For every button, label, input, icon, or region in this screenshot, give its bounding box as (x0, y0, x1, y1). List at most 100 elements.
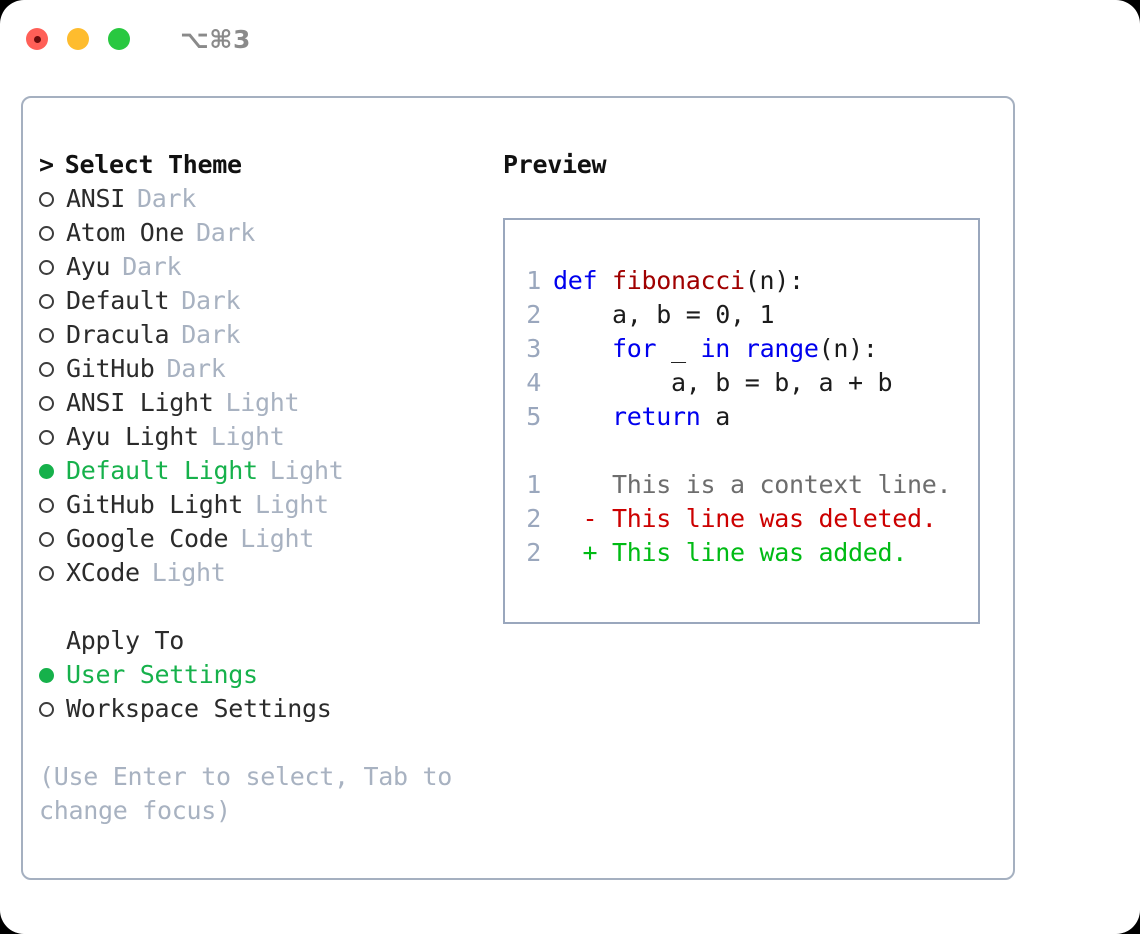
diff-line: 2 + This line was added. (505, 536, 978, 570)
code-token: _ (656, 334, 701, 363)
theme-option-label: GitHub (66, 354, 155, 383)
radio-unselected-icon (39, 225, 54, 241)
code-line-text: a, b = 0, 1 (553, 298, 775, 332)
theme-option[interactable]: Default Dark (39, 284, 491, 318)
code-line-text: def fibonacci(n): (553, 264, 804, 298)
theme-option-label: Dracula (66, 320, 170, 349)
apply-to-heading: Apply To (39, 624, 491, 658)
code-token: (n): (818, 334, 878, 363)
code-line: 4 a, b = b, a + b (505, 366, 978, 400)
theme-option[interactable]: GitHub Light Light (39, 488, 491, 522)
select-theme-heading-label: Select Theme (64, 150, 242, 179)
theme-option-tag: Light (269, 456, 344, 485)
radio-unselected-icon (39, 531, 54, 547)
theme-option-label: ANSI Light (66, 388, 214, 417)
theme-option-tag: Light (151, 558, 226, 587)
theme-option-label: GitHub Light (66, 490, 244, 519)
diff-line-number: 2 (526, 538, 541, 567)
code-line-number: 2 (526, 300, 541, 329)
radio-selected-icon (39, 463, 54, 479)
diff-line-number: 1 (526, 470, 541, 499)
code-line-text: return a (553, 400, 730, 434)
apply-to-option[interactable]: User Settings (39, 658, 491, 692)
apply-to-option-label: User Settings (66, 660, 258, 689)
apply-to-option[interactable]: Workspace Settings (39, 692, 491, 726)
theme-option[interactable]: Ayu Light Light (39, 420, 491, 454)
radio-unselected-icon (39, 293, 54, 309)
code-token: a, b = 0, 1 (612, 300, 775, 329)
theme-option-tag: Dark (181, 286, 241, 315)
theme-option-tag: Light (255, 490, 329, 519)
theme-option[interactable]: Google Code Light (39, 522, 491, 556)
code-token (597, 266, 612, 295)
radio-unselected-icon (39, 429, 54, 445)
theme-option-tag: Light (240, 524, 315, 553)
select-theme-heading: > Select Theme (39, 148, 491, 182)
radio-unselected-icon (39, 701, 54, 717)
theme-option[interactable]: ANSI Light Light (39, 386, 491, 420)
theme-option[interactable]: XCode Light (39, 556, 491, 590)
radio-unselected-icon (39, 191, 54, 207)
theme-option-label: Ayu Light (66, 422, 199, 451)
diff-line-number: 2 (526, 504, 541, 533)
code-token: fibonacci (612, 266, 745, 295)
title-bar: ⌥⌘3 (0, 0, 1140, 78)
theme-option-tag: Dark (196, 218, 256, 247)
code-line-text: a, b = b, a + b (553, 366, 893, 400)
diff-line-text: + This line was added. (553, 538, 908, 567)
theme-option-label: Default (66, 286, 170, 315)
theme-option-tag: Light (210, 422, 285, 451)
theme-option-label: XCode (66, 558, 140, 587)
radio-selected-icon (39, 667, 54, 683)
diff-sample: 1 This is a context line. 2 - This line w… (505, 468, 978, 570)
code-line-number: 5 (526, 402, 541, 431)
code-token (730, 334, 745, 363)
code-diff-spacer (505, 434, 978, 468)
preview-title: Preview (503, 150, 607, 179)
theme-option-tag: Light (225, 388, 300, 417)
apply-to-option-label: Workspace Settings (66, 694, 332, 723)
caret-icon: > (39, 150, 54, 179)
keyboard-shortcut-label: ⌥⌘3 (180, 24, 251, 54)
code-line: 2 a, b = 0, 1 (505, 298, 978, 332)
code-line: 3 for _ in range(n): (505, 332, 978, 366)
radio-unselected-icon (39, 497, 54, 513)
diff-line-text: This is a context line. (553, 470, 952, 499)
code-line-text: for _ in range(n): (553, 332, 878, 366)
diff-line-text: - This line was deleted. (553, 504, 937, 533)
radio-unselected-icon (39, 259, 54, 275)
code-line: 1 def fibonacci(n): (505, 264, 978, 298)
maximize-button[interactable] (108, 28, 130, 50)
theme-option[interactable]: Atom One Dark (39, 216, 491, 250)
radio-unselected-icon (39, 395, 54, 411)
theme-option-label: ANSI (66, 184, 126, 213)
close-button[interactable] (26, 28, 48, 50)
radio-unselected-icon (39, 327, 54, 343)
code-token: for (612, 334, 657, 363)
theme-option-label: Google Code (66, 524, 229, 553)
section-spacer (39, 590, 491, 624)
code-token: (n): (744, 266, 804, 295)
code-token: a (700, 402, 731, 431)
code-line-number: 4 (526, 368, 541, 397)
theme-option-label: Ayu (66, 252, 111, 281)
code-line: 5 return a (505, 400, 978, 434)
minimize-button[interactable] (67, 28, 89, 50)
theme-option-label: Atom One (66, 218, 185, 247)
code-token: range (744, 334, 819, 363)
code-token: a, b = b, a + b (671, 368, 893, 397)
code-line-number: 1 (526, 266, 541, 295)
